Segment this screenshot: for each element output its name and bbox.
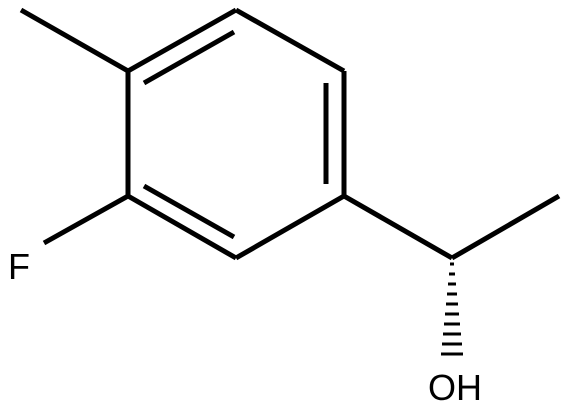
hydroxyl-label: OH: [428, 367, 482, 408]
ring-double-bond-inner-bottom: [142, 183, 236, 240]
ring-bond-c1-c2: [126, 7, 238, 74]
methyl-bond: [19, 7, 130, 74]
ring-bond-c5-c6: [126, 193, 238, 261]
hashed-wedge-bond: [441, 262, 463, 356]
benzene-ring: [125, 7, 347, 261]
fluorine-label: F: [8, 246, 30, 287]
ring-bond-c2-c3: [234, 7, 346, 74]
ring-double-bond-inner-top: [142, 29, 236, 86]
fluorine-bond: [42, 193, 130, 246]
benzylic-bond: [342, 193, 454, 261]
ring-bond-c4-c5: [234, 193, 346, 261]
ethyl-methyl-bond: [450, 193, 561, 261]
